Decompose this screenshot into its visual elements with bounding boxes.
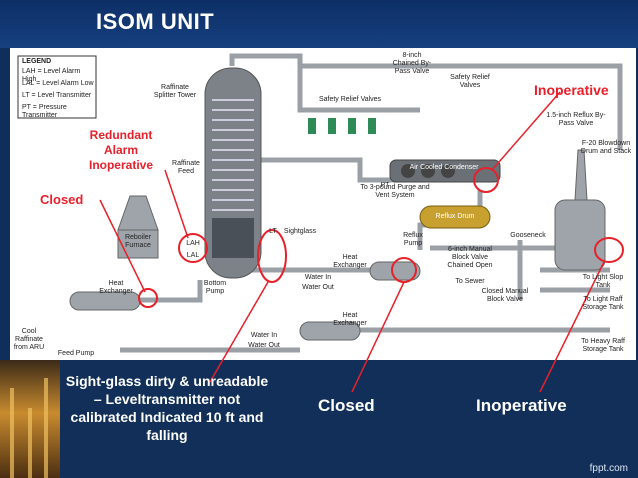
label-water-in-2: Water In (250, 332, 278, 339)
legend-item-lal: LAL = Level Alarm Low (22, 80, 94, 87)
label-cool-raffinate: Cool Raffinate from ARU (13, 328, 45, 351)
label-heat-exchanger-2: Heat Exchanger (333, 312, 367, 327)
label-to-light-raff: To Light Raff Storage Tank (582, 296, 624, 311)
footer-brand: fppt.com (589, 463, 628, 474)
label-gooseneck: Gooseneck (510, 232, 546, 239)
process-diagram (10, 48, 636, 368)
label-feed-pump: Feed Pump (57, 350, 95, 357)
label-to-light-slop: To Light Slop Tank (582, 274, 624, 289)
label-raffinate-feed: Raffinate Feed (172, 160, 200, 175)
caption-area (0, 360, 638, 478)
label-heat-exchanger-left: Heat Exchanger (99, 280, 133, 295)
label-to-heavy-raff: To Heavy Raff Storage Tank (581, 338, 625, 353)
label-lt: LT (269, 228, 277, 235)
overhead-pipe (229, 53, 420, 113)
label-chained-bypass: 8-inch Chained By-Pass Valve (392, 52, 432, 75)
label-air-cooled: Air Cooled Condenser (409, 164, 479, 171)
tower-trays (212, 99, 254, 211)
refinery-tower-icon (10, 388, 14, 478)
label-reboiler-furnace: Reboiler Furnace (124, 234, 152, 249)
label-water-out: Water Out (302, 284, 334, 291)
label-closed-manual: Closed Manual Block Valve (481, 288, 529, 303)
label-raffinate-tower: Raffinate Splitter Tower (153, 84, 197, 99)
label-to-sewer: To Sewer (455, 278, 485, 285)
legend-box (17, 55, 97, 119)
annotation-closed-left: Closed (40, 192, 84, 207)
caption-sightglass-note: Sight-glass dirty & unreadable – Leveltr… (65, 373, 269, 443)
slide-title: ISOM UNIT (96, 9, 215, 34)
label-reflux-pump: Reflux Pump (403, 232, 423, 247)
label-safety-relief-valves: Safety Relief Valves (318, 96, 382, 103)
title-bar (0, 0, 638, 48)
label-manual-block: 6-inch Manual Block Valve Chained Open (447, 246, 493, 269)
legend-heading: LEGEND (22, 58, 52, 65)
annotation-leaders (99, 91, 605, 393)
label-water-in: Water In (304, 274, 332, 281)
label-pt: PT (380, 182, 390, 189)
label-safety-relief-valves-2: Safety Relief Valves (450, 74, 490, 89)
label-water-out-2: Water Out (248, 342, 280, 349)
label-lah: LAH (186, 240, 200, 247)
legend-item-pt: PT = Pressure Transmitter (22, 104, 67, 119)
caption-inoperative: Inoperative (476, 396, 567, 415)
tower-liquid (212, 218, 254, 258)
caption-closed: Closed (318, 396, 375, 415)
heat-exchanger-bottom (299, 321, 361, 341)
refinery-tower-icon (28, 408, 32, 478)
label-sightglass: Sightglass (283, 228, 317, 235)
blowdown-stack (574, 149, 588, 201)
label-blowdown: F-20 Blowdown Drum and Stack (580, 140, 632, 155)
inoperative-bottom-circle (594, 237, 624, 263)
closed-left-circle (138, 288, 158, 308)
alarm-circle (178, 233, 208, 263)
reflux-drum (419, 205, 491, 229)
annotation-inoperative-top: Inoperative (534, 82, 609, 98)
refinery-photo (0, 360, 60, 478)
safety-relief-valves (308, 118, 376, 134)
label-heat-exchanger: Heat Exchanger (333, 254, 367, 269)
inoperative-top-circle (473, 167, 499, 193)
reboiler-furnace (117, 195, 159, 231)
label-reflux-bypass: 1.5-inch Reflux By-Pass Valve (546, 112, 606, 127)
refinery-tower-icon (44, 378, 48, 478)
annotation-redundant-alarm: Redundant Alarm Inoperative (88, 128, 154, 172)
legend-item-lt: LT = Level Transmitter (22, 92, 92, 99)
relief-header-pipe (300, 63, 623, 150)
label-purge: To 3-pound Purge and Vent System (360, 184, 430, 199)
sightglass-circle (257, 229, 287, 283)
label-reflux-drum: Reflux Drum (435, 213, 475, 220)
label-bottom-pump: Bottom Pump (203, 280, 227, 295)
label-lal: LAL (186, 252, 200, 259)
blowdown-drum (554, 199, 606, 271)
legend-item-lah: LAH = Level Alarm High (22, 68, 81, 83)
